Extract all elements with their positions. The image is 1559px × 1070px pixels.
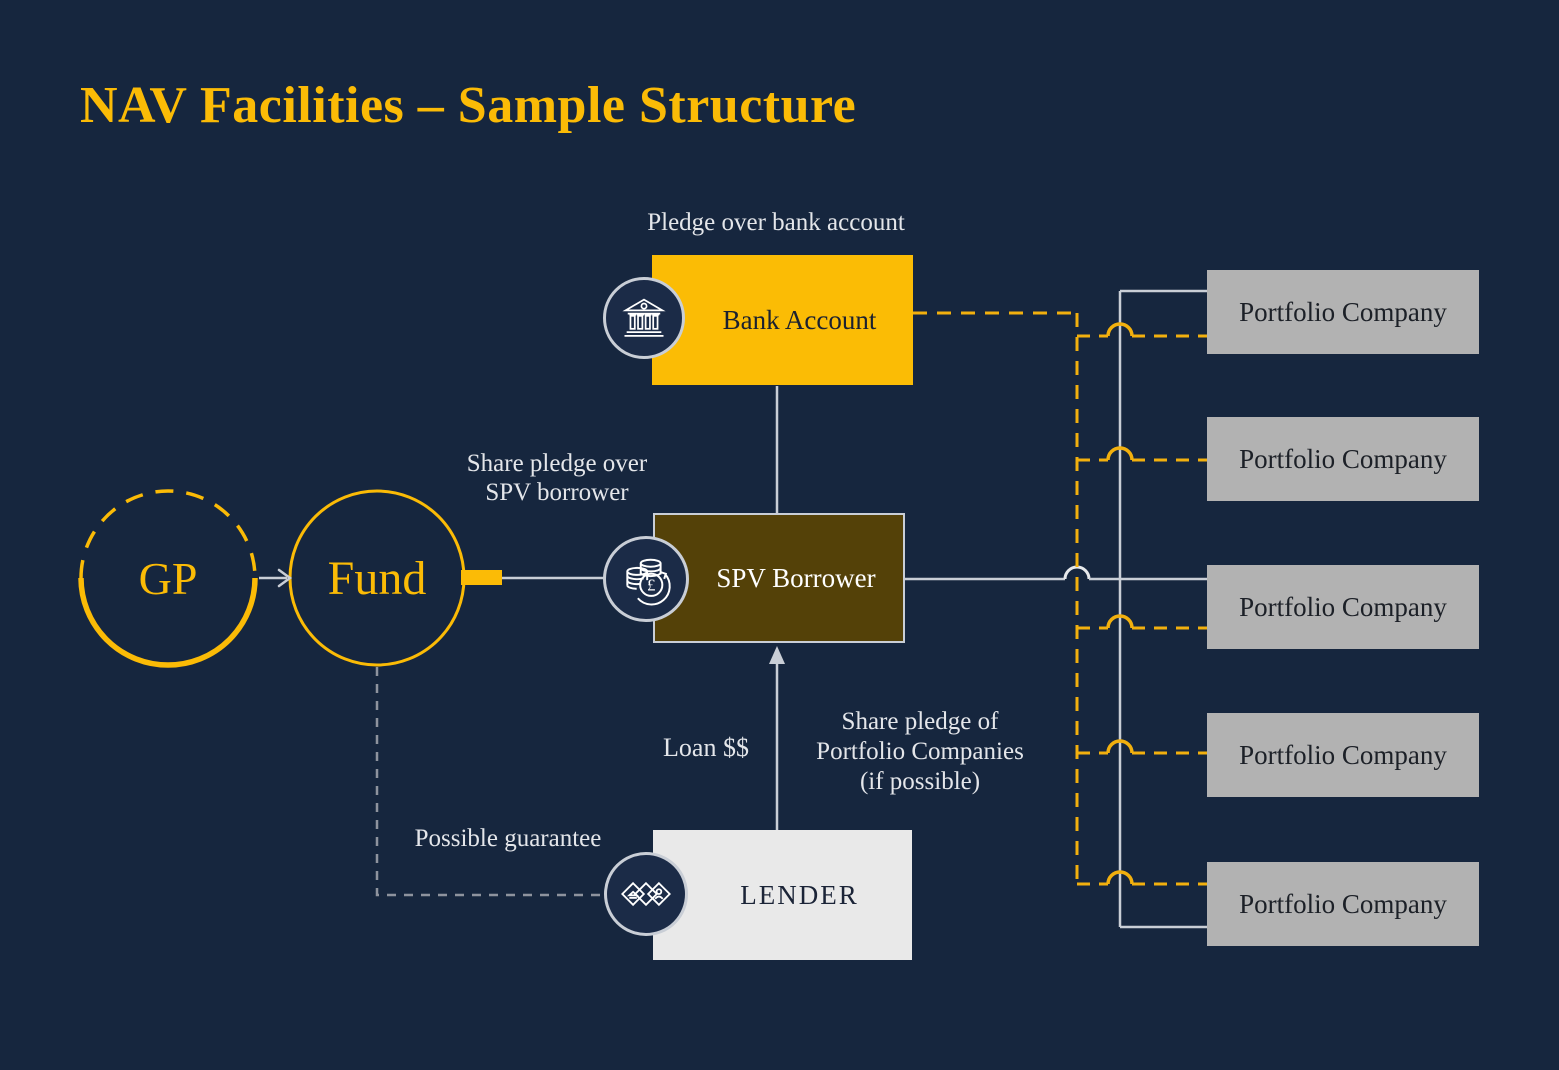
fund-node: Fund [290,491,464,665]
portfolio-company-label: Portfolio Company [1239,888,1447,919]
gp-circle-dashed-arc [79,489,257,579]
portfolio-company-box-1: Portfolio Company [1207,270,1479,354]
lender-box: LENDER [653,830,912,960]
portfolio-company-label: Portfolio Company [1239,443,1447,474]
bank-building-glyph [622,298,666,337]
gp-fund-arrowhead [277,568,293,588]
portfolio-company-box-3: Portfolio Company [1207,565,1479,649]
bank-account-label: Bank Account [722,304,877,335]
lender-label: LENDER [740,879,859,910]
gp-label: GP [138,552,198,604]
gp-node: GP [81,491,255,665]
lender-spv-arrowhead [769,646,785,664]
share-pledge-of-portfolio-label: Share pledge of Portfolio Companies (if … [816,708,1024,795]
coins-pound-icon: £ [603,536,689,622]
bank-building-icon [603,277,685,359]
fund-label: Fund [327,551,427,605]
portfolio-company-box-4: Portfolio Company [1207,713,1479,797]
pledge-over-bank-account-label: Pledge over bank account [647,209,905,236]
gold-branch-3 [1077,614,1207,630]
fund-lender-dashed-line [375,667,602,897]
gold-branch-5 [1077,870,1207,886]
bank-account-box: Bank Account [652,255,913,385]
portfolio-company-label: Portfolio Company [1239,739,1447,770]
portfolio-company-box-2: Portfolio Company [1207,417,1479,501]
spv-borrower-label: SPV Borrower [716,562,876,593]
loan-label: Loan $$ [663,733,749,762]
svg-text:£: £ [647,576,655,595]
possible-guarantee-label: Possible guarantee [414,825,602,852]
coins-pound-glyph: £ [626,558,671,606]
share-pledge-over-spv-label: Share pledge over SPV borrower [466,450,648,506]
spv-borrower-box: SPV Borrower [653,513,905,643]
gp-circle-solid-arc [78,577,258,668]
gold-branch-4 [1077,739,1207,755]
syndicate-network-glyph [621,881,671,907]
fund-gold-stub [461,570,502,585]
portfolio-company-label: Portfolio Company [1239,591,1447,622]
portfolio-company-label: Portfolio Company [1239,296,1447,327]
gold-branch-1 [1077,322,1207,338]
syndicate-network-icon [604,852,688,936]
portfolio-company-box-5: Portfolio Company [1207,862,1479,946]
gold-branch-2 [1077,446,1207,462]
page-title: NAV Facilities – Sample Structure [80,77,857,134]
